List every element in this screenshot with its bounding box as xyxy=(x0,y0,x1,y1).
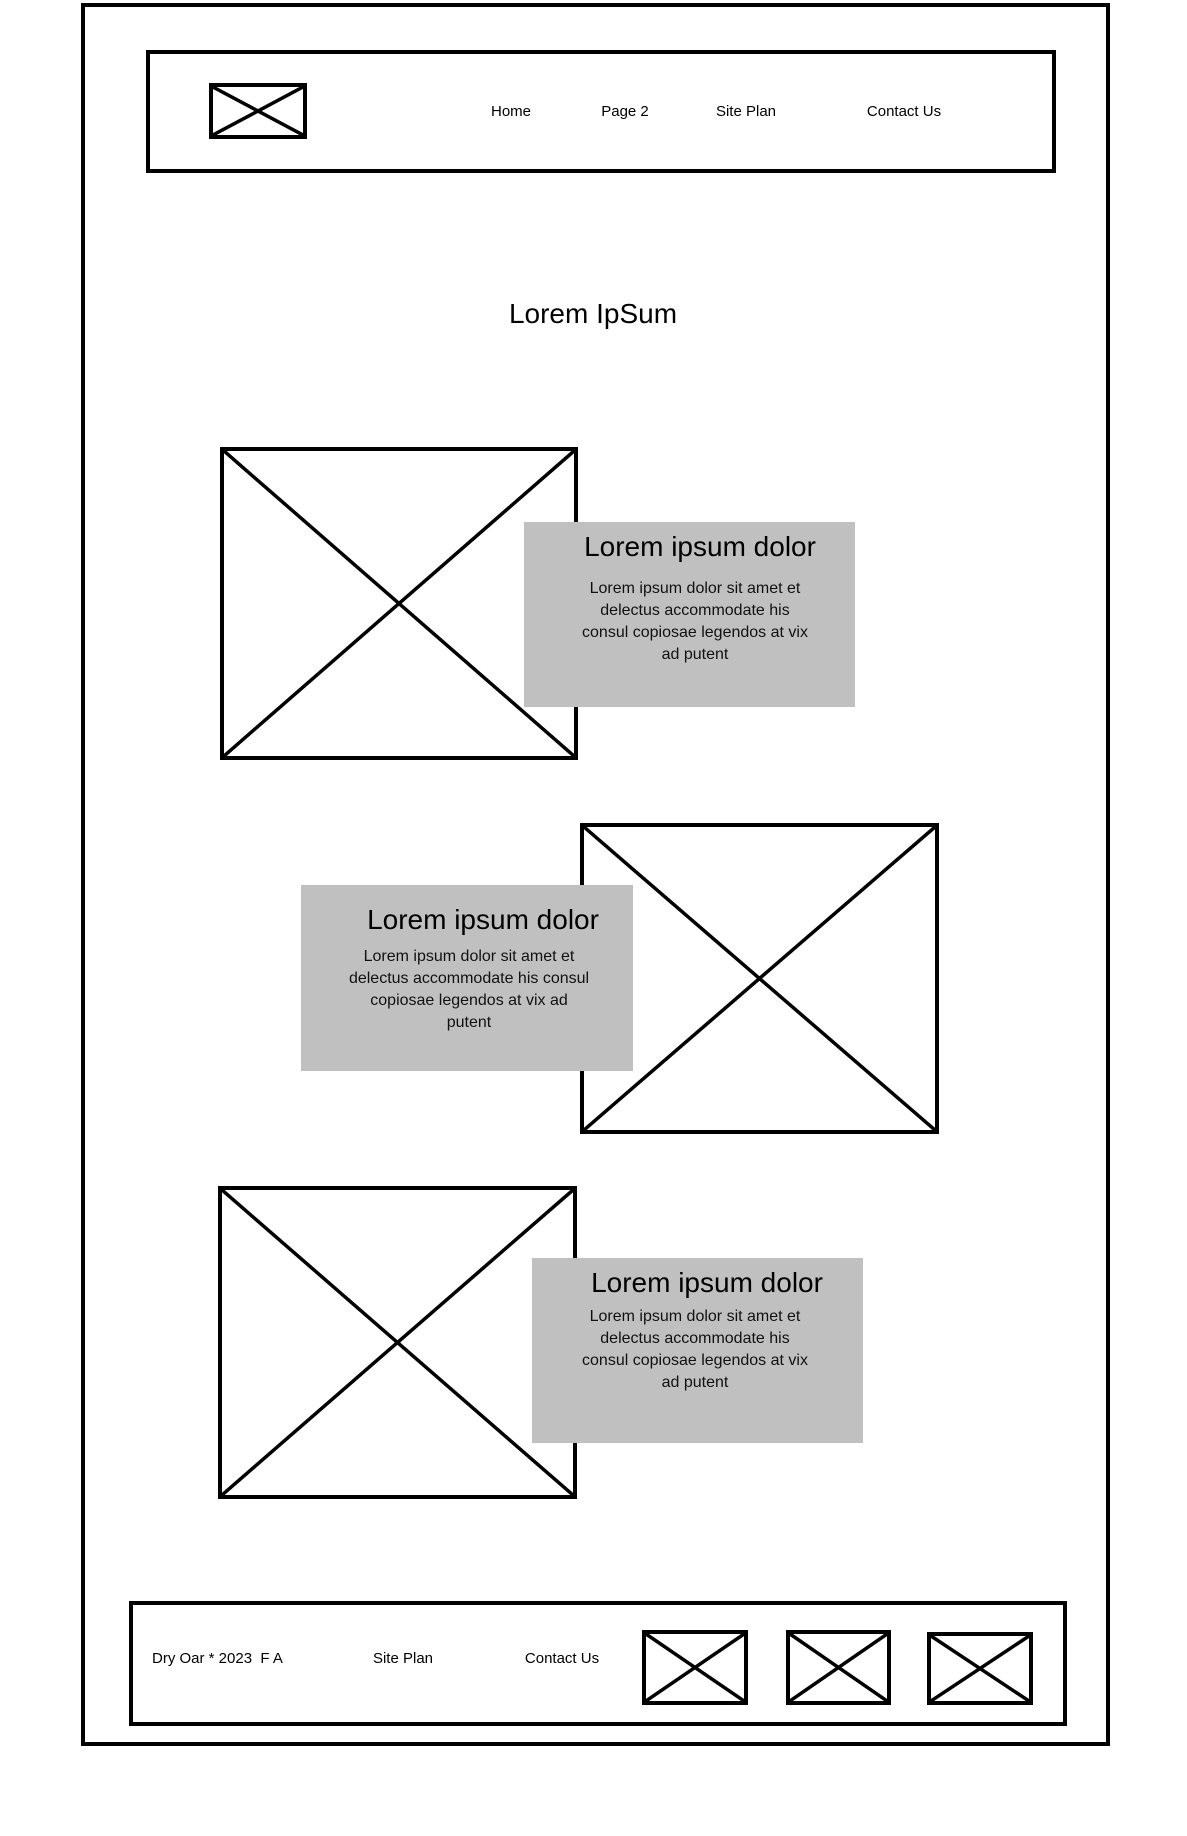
feature-text-line: ad putent xyxy=(661,646,729,663)
page-frame xyxy=(81,3,1110,1746)
footer-link-contact-us[interactable]: Contact Us xyxy=(524,1650,600,1667)
social-link-2[interactable] xyxy=(786,1630,891,1705)
image-placeholder-icon xyxy=(219,1187,576,1498)
logo[interactable] xyxy=(209,83,307,139)
nav-home[interactable]: Home xyxy=(490,103,531,120)
site-header: Home Page 2 Site Plan Contact Us xyxy=(146,50,1056,173)
footer-copyright: Dry Oar * 2023 F A xyxy=(152,1650,283,1667)
feature-text-line: putent xyxy=(446,1014,492,1031)
feature-text-line: delectus accommodate his xyxy=(600,1330,790,1347)
main-content: Lorem IpSum Lorem ipsum dolor Lorem ipsu… xyxy=(0,180,1187,1520)
image-placeholder-icon xyxy=(581,824,938,1133)
feature-card: Lorem ipsum dolor Lorem ipsum dolor sit … xyxy=(301,885,633,1071)
feature-image xyxy=(218,1186,577,1499)
feature-text-line: copiosae legendos at vix ad xyxy=(370,992,568,1009)
feature-text: Lorem ipsum dolor sit amet et delectus a… xyxy=(555,1306,835,1394)
feature-card: Lorem ipsum dolor Lorem ipsum dolor sit … xyxy=(532,1258,863,1443)
nav-site-plan[interactable]: Site Plan xyxy=(715,103,777,120)
feature-heading: Lorem ipsum dolor xyxy=(367,904,599,935)
feature-text-line: Lorem ipsum dolor sit amet et xyxy=(589,580,801,597)
nav-contact-us[interactable]: Contact Us xyxy=(866,103,942,120)
social-link-3[interactable] xyxy=(927,1632,1033,1705)
feature-text-line: ad putent xyxy=(661,1374,729,1391)
feature-card: Lorem ipsum dolor Lorem ipsum dolor sit … xyxy=(524,522,855,707)
nav-page-2[interactable]: Page 2 xyxy=(601,103,649,120)
image-placeholder-icon xyxy=(221,448,577,759)
feature-heading: Lorem ipsum dolor xyxy=(584,531,816,562)
feature-text-line: delectus accommodate his consul xyxy=(348,970,590,987)
image-placeholder-icon xyxy=(210,84,306,138)
footer-link-site-plan[interactable]: Site Plan xyxy=(372,1650,434,1667)
feature-text-line: Lorem ipsum dolor sit amet et xyxy=(589,1308,801,1325)
feature-text-line: Lorem ipsum dolor sit amet et xyxy=(363,948,575,965)
feature-text-line: consul copiosae legendos at vix xyxy=(582,624,808,641)
feature-text-line: delectus accommodate his xyxy=(600,602,790,619)
feature-image xyxy=(580,823,939,1134)
image-placeholder-icon xyxy=(643,1631,747,1704)
feature-text: Lorem ipsum dolor sit amet et delectus a… xyxy=(329,946,609,1034)
feature-text: Lorem ipsum dolor sit amet et delectus a… xyxy=(555,578,835,666)
image-placeholder-icon xyxy=(928,1633,1032,1704)
page-title: Lorem IpSum xyxy=(508,298,678,329)
site-footer: Dry Oar * 2023 F A Site Plan Contact Us xyxy=(129,1601,1067,1726)
social-link-1[interactable] xyxy=(642,1630,748,1705)
image-placeholder-icon xyxy=(787,1631,890,1704)
feature-text-line: consul copiosae legendos at vix xyxy=(582,1352,808,1369)
feature-heading: Lorem ipsum dolor xyxy=(591,1267,823,1298)
